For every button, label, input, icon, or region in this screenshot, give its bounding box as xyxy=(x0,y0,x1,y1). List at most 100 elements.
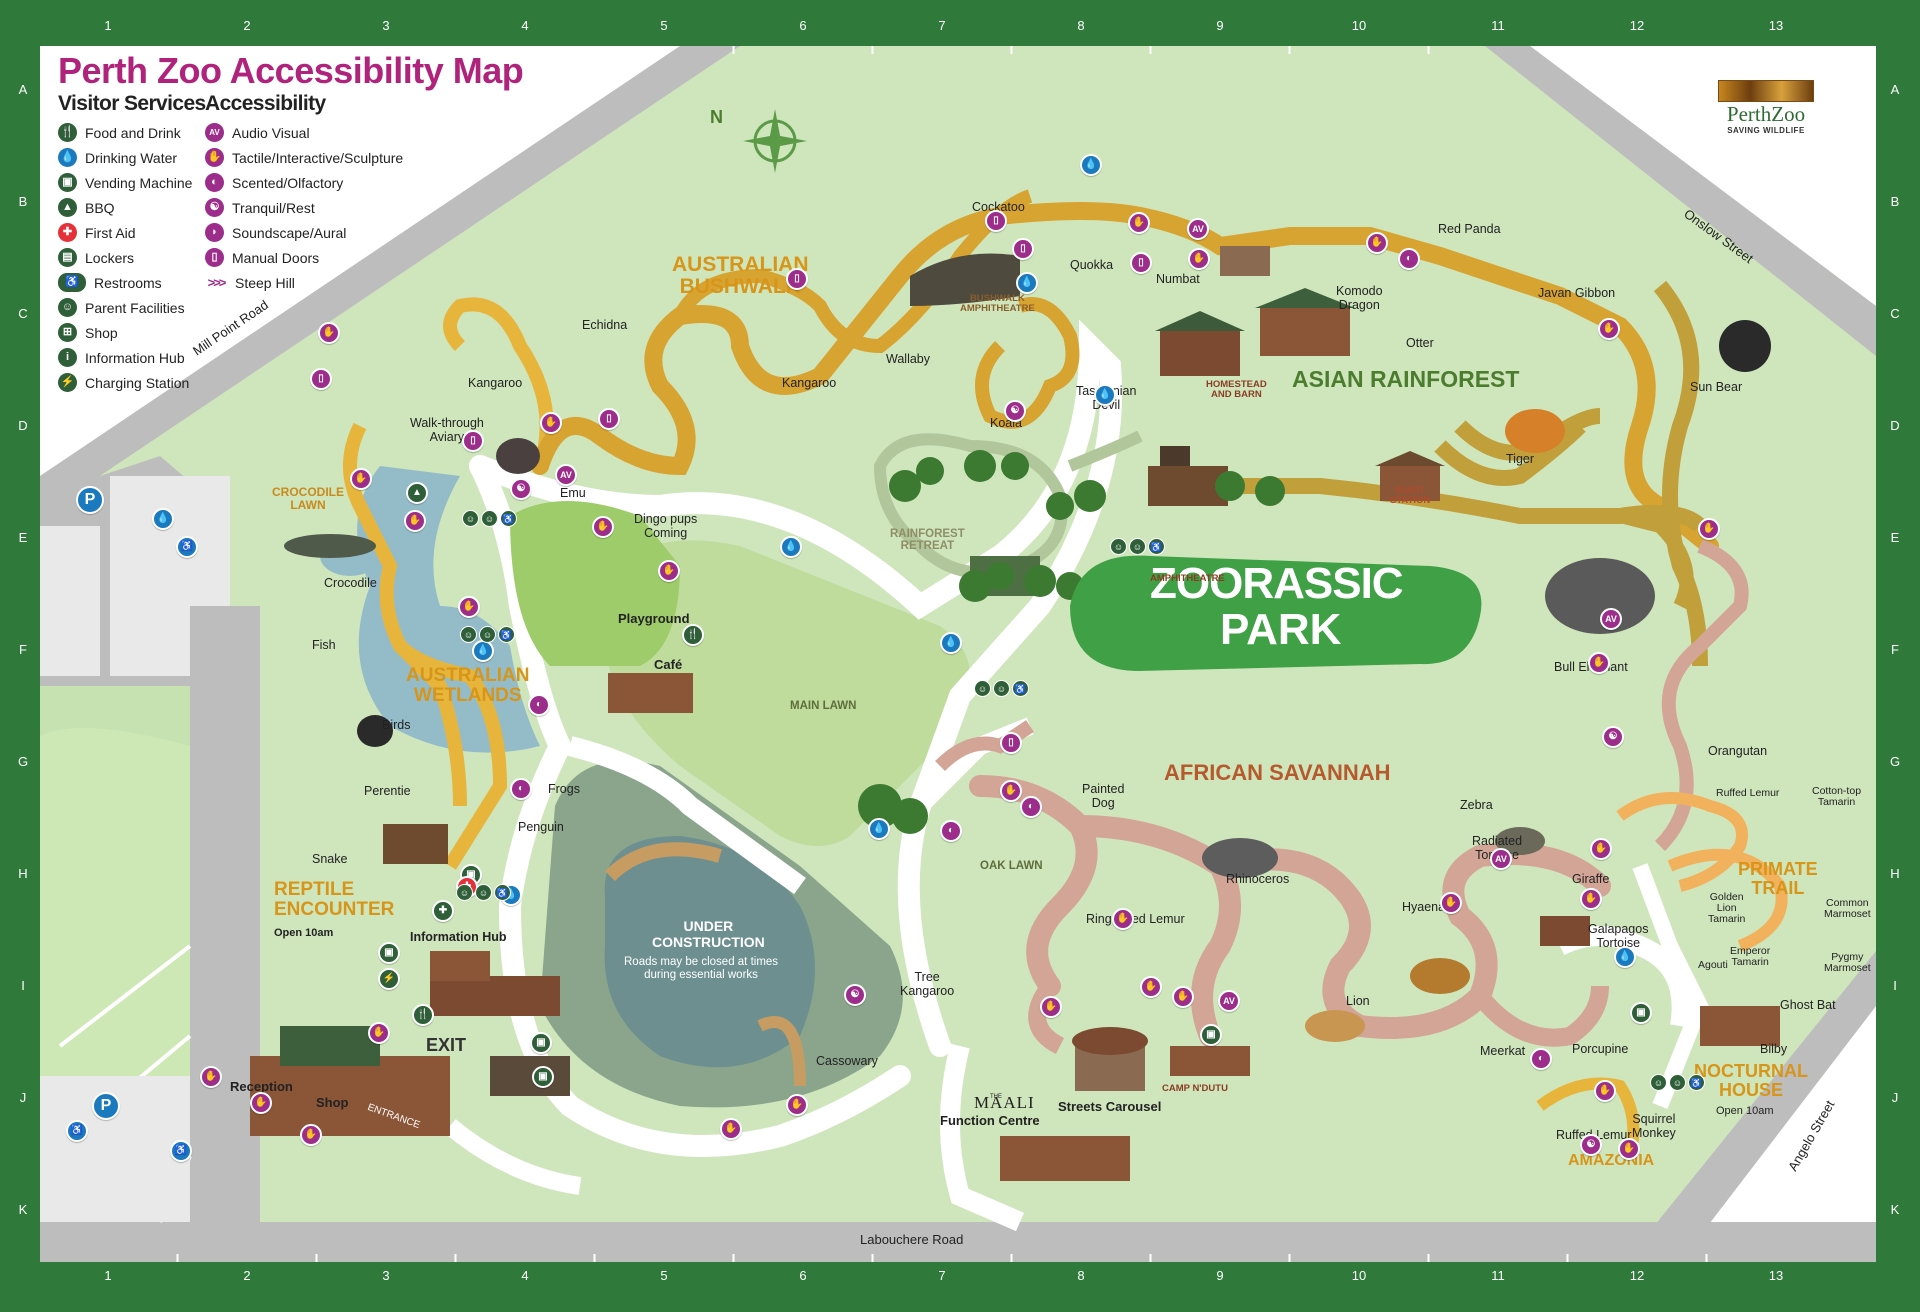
facility-icon[interactable]: ▣ xyxy=(530,1032,552,1054)
water-drop-icon[interactable]: 💧 xyxy=(1094,384,1116,406)
hand-icon[interactable]: ✋ xyxy=(1588,652,1610,674)
scented-icon[interactable]: ◐ xyxy=(1398,248,1420,270)
bbq-icon[interactable]: ▲ xyxy=(406,482,428,504)
tranquil-icon[interactable]: ☯ xyxy=(844,984,866,1006)
animal-label-painted-dog: Painted Dog xyxy=(1082,782,1125,810)
wheelchair-icon[interactable]: ♿ xyxy=(66,1120,88,1142)
legend-restrooms: ♿Restrooms xyxy=(58,270,206,295)
water-drop-icon[interactable]: 💧 xyxy=(868,818,890,840)
manual-door-icon[interactable]: ▯ xyxy=(310,368,332,390)
tranquil-icon[interactable]: ☯ xyxy=(1004,400,1026,422)
manual-door-icon[interactable]: ▯ xyxy=(1000,732,1022,754)
first-aid-icon: ✚ xyxy=(58,223,77,242)
audio-visual-icon[interactable]: AV xyxy=(1490,848,1512,870)
hand-icon[interactable]: ✋ xyxy=(1594,1080,1616,1102)
facility-icon[interactable]: ▣ xyxy=(532,1066,554,1088)
construction-note: Roads may be closed at times during esse… xyxy=(624,956,779,981)
car-park-b xyxy=(40,526,100,676)
audio-visual-icon[interactable]: AV xyxy=(1218,990,1240,1012)
wheelchair-icon[interactable]: ♿ xyxy=(170,1140,192,1162)
trees xyxy=(858,450,1285,834)
grid-row-G-right: G xyxy=(1889,754,1901,769)
water-drop-icon[interactable]: 💧 xyxy=(152,508,174,530)
hand-icon[interactable]: ✋ xyxy=(1590,838,1612,860)
restroom-icon-group[interactable]: ☺☺♿ xyxy=(1650,1074,1705,1091)
ear-icon: ◗ xyxy=(205,223,224,242)
zone-crocodile-lawn: CROCODILE LAWN xyxy=(272,485,344,512)
manual-door-icon[interactable]: ▯ xyxy=(985,210,1007,232)
animal-label-pygmy-marmoset: Pygmy Marmoset xyxy=(1824,951,1871,974)
hand-icon[interactable]: ✋ xyxy=(200,1066,222,1088)
facility-icon[interactable]: ▣ xyxy=(378,942,400,964)
hand-icon[interactable]: ✋ xyxy=(1618,1138,1640,1160)
hand-icon[interactable]: ✋ xyxy=(404,510,426,532)
restroom-icon-group[interactable]: ☺☺♿ xyxy=(460,626,515,643)
hand-icon[interactable]: ✋ xyxy=(1440,892,1462,914)
water-drop-icon[interactable]: 💧 xyxy=(1016,272,1038,294)
legend-parent: ☺Parent Facilities xyxy=(58,295,206,320)
parking-icon[interactable]: P xyxy=(76,486,104,514)
tranquil-icon[interactable]: ☯ xyxy=(1580,1134,1602,1156)
food-drink-icon[interactable]: 🍴 xyxy=(682,624,704,646)
water-drop-icon[interactable]: 💧 xyxy=(1614,946,1636,968)
restroom-icon-group[interactable]: ☺☺♿ xyxy=(462,510,517,527)
restroom-icon-group[interactable]: ☺☺♿ xyxy=(456,884,511,901)
water-drop-icon[interactable]: 💧 xyxy=(1080,154,1102,176)
restroom-icon-group[interactable]: ☺☺♿ xyxy=(974,680,1029,697)
hand-icon[interactable]: ✋ xyxy=(720,1118,742,1140)
scented-icon[interactable]: ◐ xyxy=(940,820,962,842)
water-drop-icon[interactable]: 💧 xyxy=(940,632,962,654)
tranquil-icon[interactable]: ☯ xyxy=(510,478,532,500)
logo-tagline: SAVING WILDLIFE xyxy=(1727,126,1805,135)
water-drop-icon[interactable]: 💧 xyxy=(780,536,802,558)
hand-icon[interactable]: ✋ xyxy=(1188,248,1210,270)
audio-visual-icon[interactable]: AV xyxy=(1600,608,1622,630)
manual-door-icon[interactable]: ▯ xyxy=(462,430,484,452)
hand-icon[interactable]: ✋ xyxy=(318,322,340,344)
restroom-icon: ☺ xyxy=(481,510,498,527)
parking-icon[interactable]: P xyxy=(92,1092,120,1120)
manual-door-icon[interactable]: ▯ xyxy=(786,268,808,290)
hand-icon[interactable]: ✋ xyxy=(458,596,480,618)
hand-icon[interactable]: ✋ xyxy=(1580,888,1602,910)
hand-icon[interactable]: ✋ xyxy=(300,1124,322,1146)
charging-icon[interactable]: ⚡ xyxy=(378,968,400,990)
facility-icon[interactable]: ▣ xyxy=(1200,1024,1222,1046)
tranquil-icon[interactable]: ☯ xyxy=(1602,726,1624,748)
animal-label-red-panda: Red Panda xyxy=(1438,222,1501,236)
hand-icon[interactable]: ✋ xyxy=(786,1094,808,1116)
restroom-icon-group[interactable]: ☺☺♿ xyxy=(1110,538,1165,555)
hand-icon[interactable]: ✋ xyxy=(540,412,562,434)
scented-icon[interactable]: ◐ xyxy=(510,778,532,800)
first-aid-icon[interactable]: ✚ xyxy=(432,900,454,922)
wheelchair-icon[interactable]: ♿ xyxy=(176,536,198,558)
hand-icon[interactable]: ✋ xyxy=(1172,986,1194,1008)
facility-icon[interactable]: ▣ xyxy=(1630,1002,1652,1024)
hand-icon[interactable]: ✋ xyxy=(1140,976,1162,998)
food-drink-icon[interactable]: 🍴 xyxy=(412,1004,434,1026)
scented-icon[interactable]: ◐ xyxy=(528,694,550,716)
hand-icon[interactable]: ✋ xyxy=(368,1022,390,1044)
manual-door-icon[interactable]: ▯ xyxy=(1130,252,1152,274)
manual-door-icon[interactable]: ▯ xyxy=(598,408,620,430)
maali-prefix: THE xyxy=(990,1094,1002,1100)
hand-icon[interactable]: ✋ xyxy=(1366,232,1388,254)
hand-icon[interactable]: ✋ xyxy=(592,516,614,538)
manual-door-icon[interactable]: ▯ xyxy=(1012,238,1034,260)
hand-icon[interactable]: ✋ xyxy=(1000,780,1022,802)
rainforest-east xyxy=(1653,280,1708,667)
scented-icon[interactable]: ◐ xyxy=(1020,796,1042,818)
hand-icon[interactable]: ✋ xyxy=(250,1092,272,1114)
hand-icon[interactable]: ✋ xyxy=(1698,518,1720,540)
hand-icon[interactable]: ✋ xyxy=(1040,996,1062,1018)
audio-visual-icon[interactable]: AV xyxy=(555,464,577,486)
water-drop-icon[interactable]: 💧 xyxy=(472,640,494,662)
path-south xyxy=(940,1043,1024,1232)
hand-icon[interactable]: ✋ xyxy=(350,468,372,490)
audio-visual-icon[interactable]: AV xyxy=(1187,218,1209,240)
hand-icon[interactable]: ✋ xyxy=(1598,318,1620,340)
hand-icon[interactable]: ✋ xyxy=(658,560,680,582)
scented-icon[interactable]: ◐ xyxy=(1530,1048,1552,1070)
hand-icon[interactable]: ✋ xyxy=(1112,908,1134,930)
hand-icon[interactable]: ✋ xyxy=(1128,212,1150,234)
